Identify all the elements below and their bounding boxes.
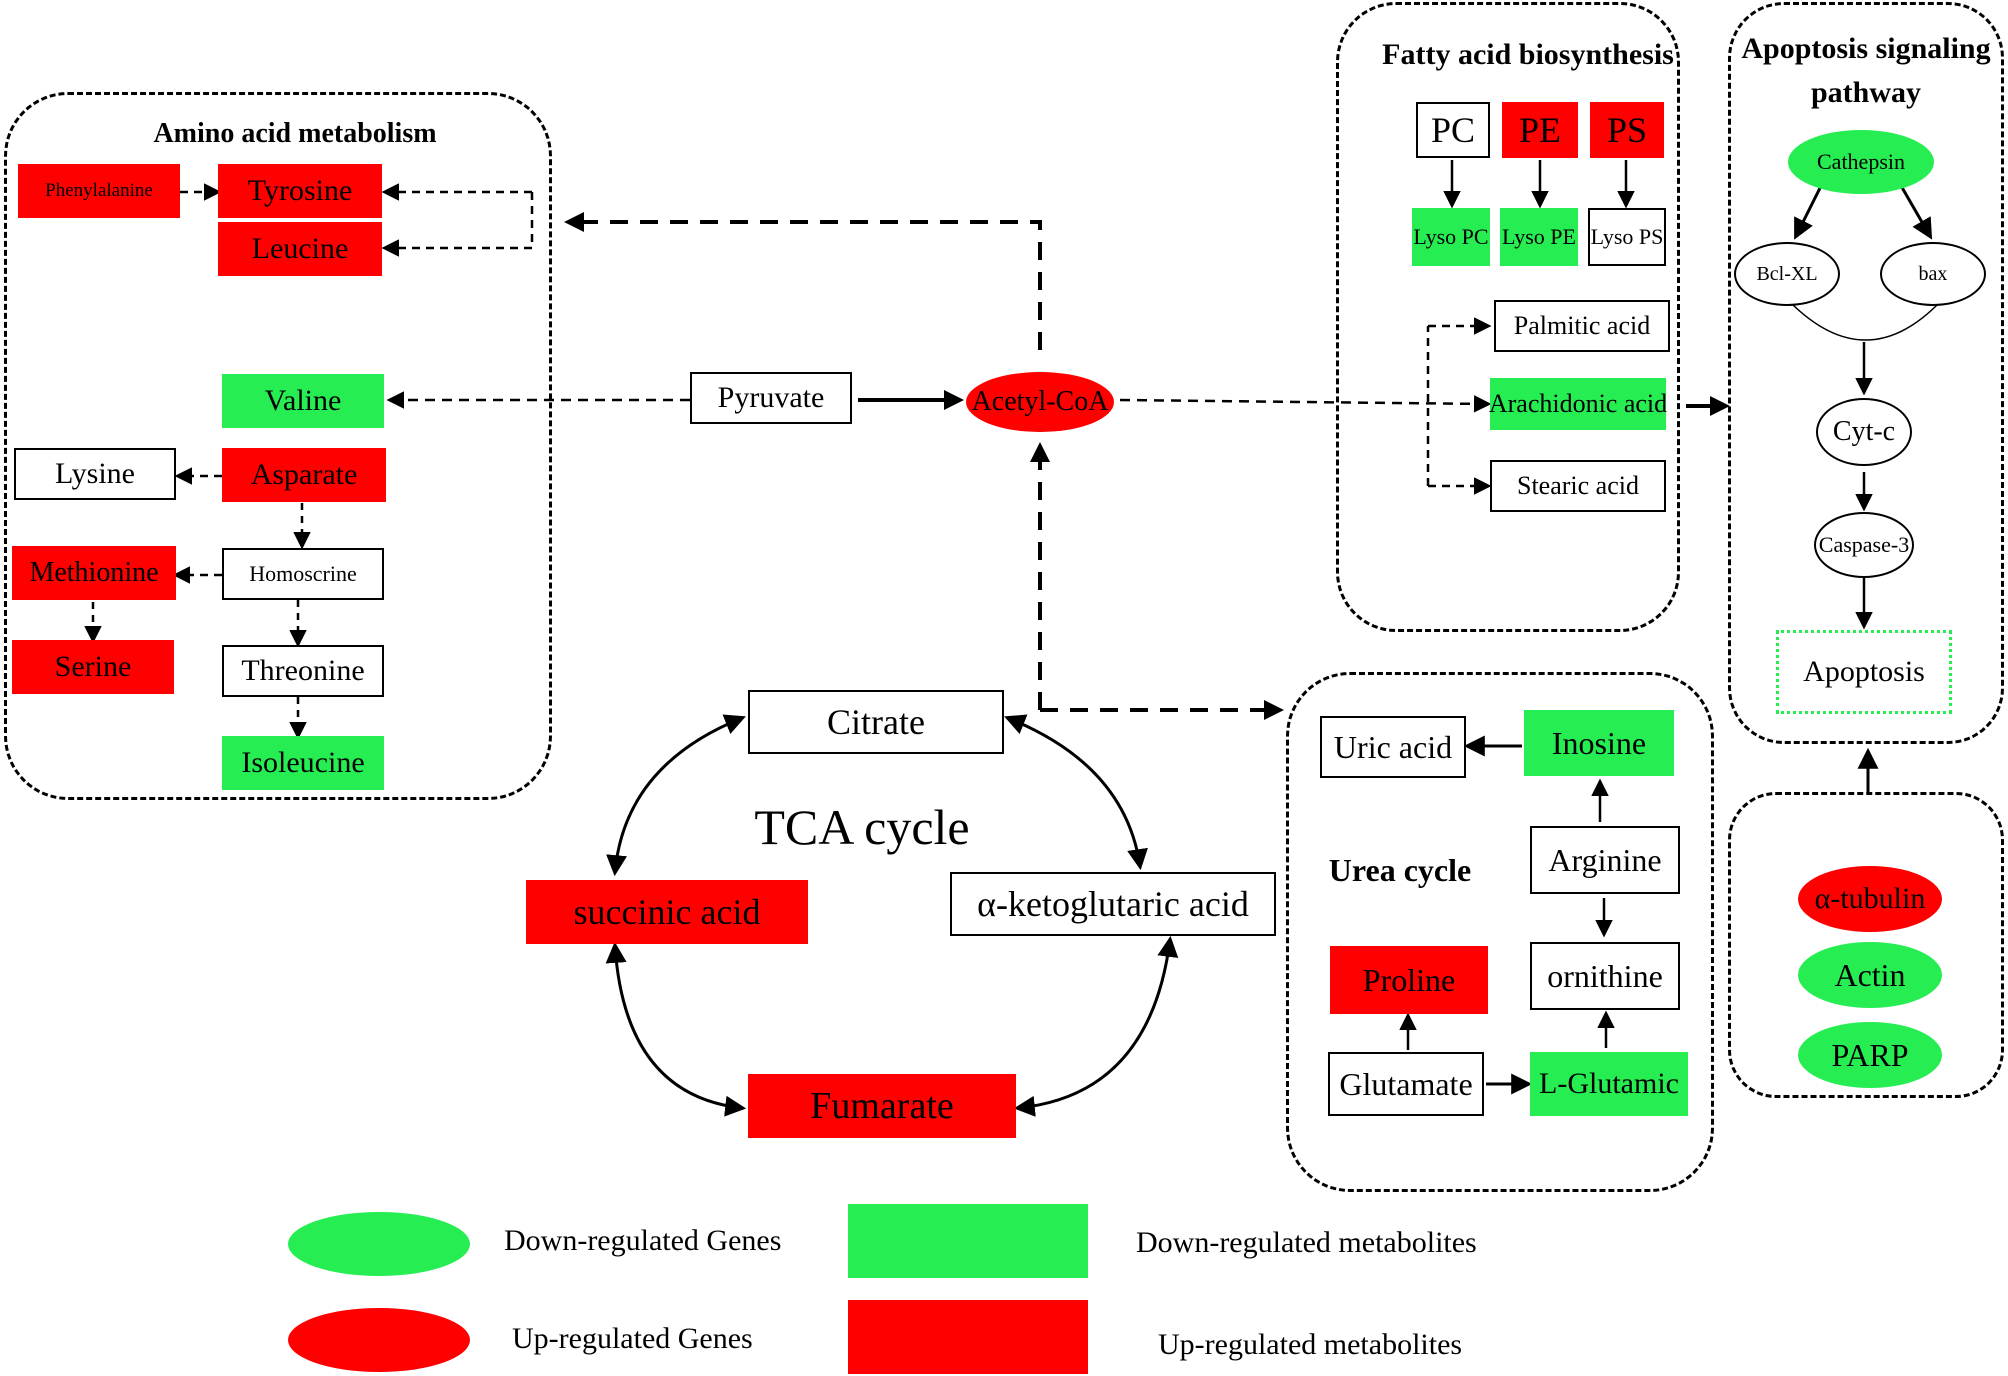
node-parp: PARP	[1798, 1022, 1942, 1088]
edge-bcl-bax-join	[1789, 301, 1941, 341]
node-ornithine: ornithine	[1530, 942, 1680, 1010]
node-citrate: Citrate	[748, 690, 1004, 754]
legend-up-metabolites-swatch	[848, 1300, 1088, 1374]
node-alpha-tubulin: α-tubulin	[1798, 866, 1942, 932]
node-bcl-xl: Bcl-XL	[1734, 242, 1840, 306]
node-serine: Serine	[12, 640, 174, 694]
node-bax: bax	[1880, 242, 1986, 306]
urea-group-title: Urea cycle	[1328, 852, 1472, 888]
tca-cycle-title: TCA cycle	[754, 799, 970, 855]
node-cathepsin: Cathepsin	[1788, 130, 1934, 194]
node-uric-acid: Uric acid	[1320, 716, 1466, 778]
legend-down-metabolites-swatch	[848, 1204, 1088, 1278]
node-inosine: Inosine	[1524, 710, 1674, 776]
node-succinic-acid: succinic acid	[526, 880, 808, 944]
apoptosis-group-title-line2: pathway	[1810, 76, 1922, 109]
node-valine: Valine	[222, 374, 384, 428]
node-stearic-acid: Stearic acid	[1490, 460, 1666, 512]
edge-acetylcoa-fatty	[1119, 395, 1492, 413]
node-arginine: Arginine	[1530, 826, 1680, 894]
node-arachidonic-acid: Arachidonic acid	[1489, 378, 1667, 430]
node-lysine: Lysine	[14, 448, 176, 500]
urea-cycle-group	[1286, 672, 1714, 1192]
node-lyso-pc: Lyso PC	[1412, 208, 1490, 266]
node-leucine: Leucine	[218, 222, 382, 276]
node-pyruvate: Pyruvate	[690, 372, 852, 424]
node-ps: PS	[1590, 102, 1664, 158]
amino-group-title: Amino acid metabolism	[153, 118, 437, 149]
node-tyrosine: Tyrosine	[218, 164, 382, 218]
edge-cathepsin-bax	[1898, 183, 1933, 240]
node-caspase-3: Caspase-3	[1814, 512, 1914, 578]
edge-citrate-akg	[1004, 714, 1148, 871]
edge-cathepsin-bclxl	[1794, 183, 1824, 240]
node-homoscrine: Homoscrine	[222, 548, 384, 600]
legend-up-genes-swatch	[288, 1308, 470, 1372]
node-phenylalanine: Phenylalanine	[18, 164, 180, 218]
node-asparate: Asparate	[222, 448, 386, 502]
node-isoleucine: Isoleucine	[222, 736, 384, 790]
genes-group	[1728, 792, 2004, 1098]
node-lyso-ps: Lyso PS	[1588, 208, 1666, 266]
node-glutamate: Glutamate	[1328, 1052, 1484, 1116]
fatty-group-title: Fatty acid biosynthesis	[1382, 38, 1674, 71]
edge-citrate-succinic	[606, 714, 746, 877]
node-threonine: Threonine	[222, 645, 384, 697]
apoptosis-group-title-line1: Apoptosis signaling	[1741, 32, 1991, 65]
node-lyso-pe: Lyso PE	[1500, 208, 1578, 266]
node-palmitic-acid: Palmitic acid	[1494, 300, 1670, 352]
amino-acid-metabolism-group	[4, 92, 552, 800]
node-cyt-c: Cyt-c	[1816, 398, 1912, 466]
edge-acetylcoa-amino-group	[564, 212, 1042, 350]
node-l-glutamic: L-Glutamic	[1530, 1052, 1688, 1116]
node-apoptosis: Apoptosis	[1776, 630, 1952, 714]
node-methionine: Methionine	[12, 546, 176, 600]
edge-akg-fumarate	[1013, 935, 1179, 1117]
edge-succinic-fumarate	[605, 941, 747, 1117]
node-acetyl-coa: Acetyl-CoA	[966, 372, 1114, 432]
node-proline: Proline	[1330, 946, 1488, 1014]
fatty-acid-group	[1336, 2, 1680, 632]
legend-down-genes-swatch	[288, 1212, 470, 1276]
legend-up-metabolites-label: Up-regulated metabolites	[1158, 1328, 1463, 1361]
node-pe: PE	[1502, 102, 1578, 158]
node-pc: PC	[1416, 102, 1490, 158]
legend-down-genes-label: Down-regulated Genes	[504, 1224, 782, 1257]
legend-down-metabolites-label: Down-regulated metabolites	[1136, 1226, 1477, 1259]
node-alpha-ketoglutaric-acid: α-ketoglutaric acid	[950, 872, 1276, 936]
node-actin: Actin	[1798, 942, 1942, 1008]
node-fumarate: Fumarate	[748, 1074, 1016, 1138]
legend-up-genes-label: Up-regulated Genes	[512, 1322, 753, 1355]
apoptosis-group	[1728, 2, 2004, 744]
